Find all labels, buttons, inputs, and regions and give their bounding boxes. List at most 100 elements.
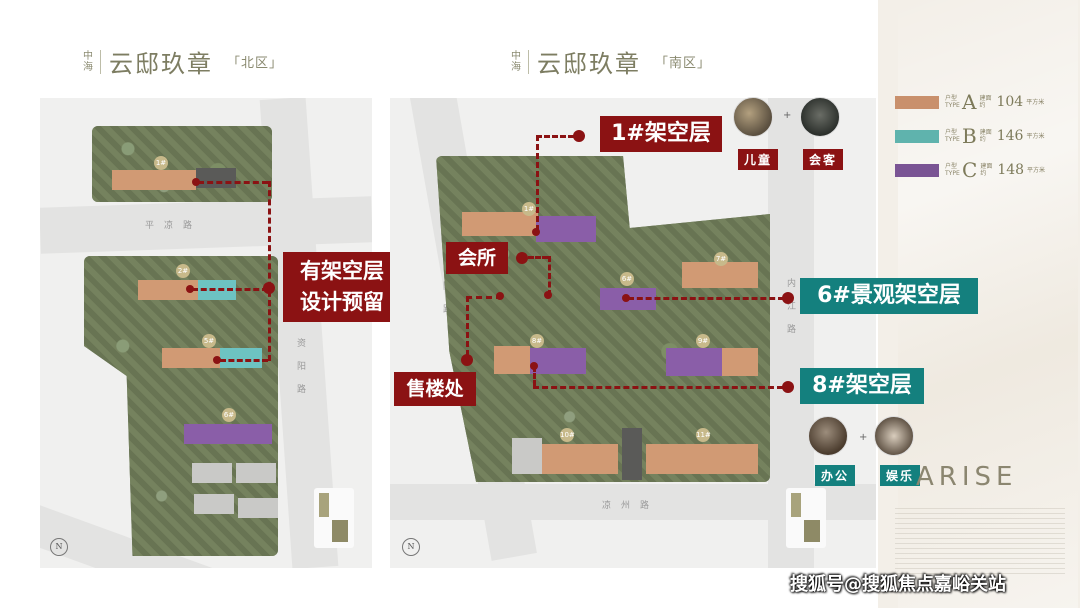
leader-line bbox=[268, 181, 271, 361]
marker-dot bbox=[186, 285, 194, 293]
south-lot bbox=[436, 156, 770, 482]
legend-area: 148 bbox=[997, 162, 1025, 178]
building-number: 6# bbox=[222, 408, 236, 422]
brand-mark: 中海 bbox=[511, 50, 521, 73]
callout-line: 有架空层 bbox=[300, 259, 384, 283]
tag-entertainment: 娱乐 bbox=[880, 465, 921, 486]
leader-line bbox=[198, 181, 268, 184]
leader-line bbox=[528, 256, 548, 259]
building-gray bbox=[194, 494, 234, 514]
callout-building8-pilotis: 8#架空层 bbox=[800, 368, 924, 404]
leader-line bbox=[466, 296, 469, 356]
compass-north-icon: N bbox=[50, 538, 68, 556]
road-label: 内江路 bbox=[785, 278, 795, 347]
building-1-typeC bbox=[536, 216, 596, 242]
building-9-typeC bbox=[666, 348, 722, 376]
leader-line bbox=[466, 296, 502, 299]
callout-building6-landscape-pilotis: 6#景观架空层 bbox=[800, 278, 978, 314]
legend-area-label: 建面约 bbox=[979, 129, 992, 143]
building-1-typeA bbox=[112, 170, 196, 190]
leader-line bbox=[533, 386, 783, 389]
building-5-typeB bbox=[220, 348, 262, 368]
legend-swatch bbox=[895, 129, 939, 143]
legend-type-en: TYPE bbox=[945, 102, 960, 109]
marker-dot bbox=[544, 291, 552, 299]
leader-line bbox=[220, 359, 268, 362]
tag-children: 儿童 bbox=[738, 149, 779, 170]
marker-dot bbox=[192, 178, 200, 186]
building-1-typeA bbox=[462, 212, 538, 236]
callout-line: 设计预留 bbox=[300, 290, 384, 314]
building-annex bbox=[622, 428, 642, 480]
building-number: 11# bbox=[696, 428, 711, 442]
road-label: 平凉路 bbox=[145, 221, 203, 231]
legend-type: A bbox=[962, 90, 977, 114]
legend-type: C bbox=[962, 158, 978, 182]
building-8-typeC bbox=[530, 348, 586, 374]
photo-office-area bbox=[808, 416, 848, 456]
building-8-typeA bbox=[494, 346, 530, 374]
leader-line bbox=[536, 135, 574, 138]
building-5-typeA bbox=[162, 348, 220, 368]
disclaimer-fine-print bbox=[895, 508, 1065, 578]
legend-type-cn: 户型 bbox=[945, 163, 958, 170]
marker-dot bbox=[516, 252, 528, 264]
legend-type-cn: 户型 bbox=[945, 129, 958, 136]
marker-dot bbox=[782, 381, 794, 393]
legend-area: 104 bbox=[996, 94, 1024, 110]
legend-unit: 平方米 bbox=[1026, 98, 1045, 106]
zone-label: 「北区」 bbox=[227, 56, 284, 71]
callout-sales-office: 售楼处 bbox=[394, 372, 476, 406]
minimap bbox=[314, 488, 354, 548]
marker-dot bbox=[461, 354, 473, 366]
project-name: 云邸玖章 bbox=[109, 50, 213, 78]
building-gray bbox=[512, 438, 542, 474]
legend-swatch bbox=[895, 95, 939, 109]
zone-label: 「南区」 bbox=[655, 56, 712, 71]
minimap bbox=[786, 488, 826, 548]
photo-entertainment-area bbox=[874, 416, 914, 456]
leader-line bbox=[536, 135, 539, 231]
building-number: 2# bbox=[176, 264, 190, 278]
photo-reception-area bbox=[800, 97, 840, 137]
plus-icon: + bbox=[783, 110, 792, 121]
building-number: 10# bbox=[560, 428, 575, 442]
building-number: 5# bbox=[202, 334, 216, 348]
marker-dot bbox=[213, 356, 221, 364]
legend-area-label: 建面约 bbox=[979, 95, 992, 109]
building-number: 1# bbox=[522, 202, 536, 216]
legend-type-en: TYPE bbox=[945, 170, 960, 177]
marker-dot bbox=[532, 228, 540, 236]
tag-reception: 会客 bbox=[803, 149, 844, 170]
building-annex bbox=[196, 168, 236, 188]
legend-type-en: TYPE bbox=[945, 136, 960, 143]
building-number: 8# bbox=[530, 334, 544, 348]
legend-unit: 平方米 bbox=[1026, 132, 1045, 140]
watermark: 搜狐号@搜狐焦点嘉峪关站 bbox=[790, 574, 1006, 595]
north-title: 中海 云邸玖章 「北区」 bbox=[82, 44, 283, 79]
marker-dot bbox=[263, 282, 275, 294]
legend-unit: 平方米 bbox=[1027, 166, 1046, 174]
legend-swatch bbox=[895, 163, 939, 177]
leader-line bbox=[548, 256, 551, 296]
south-site-map: 贵阳路 内江路 凉州路 1# 6# 7# 8# 9# 10# 11# N bbox=[390, 98, 876, 568]
building-9-typeA bbox=[722, 348, 758, 376]
leader-line bbox=[628, 297, 784, 300]
photo-children-area bbox=[733, 97, 773, 137]
road-pingliang bbox=[40, 196, 372, 254]
road-label: 资阳路 bbox=[295, 338, 305, 407]
building-2-typeA bbox=[138, 280, 198, 300]
building-number: 6# bbox=[620, 272, 634, 286]
marker-dot bbox=[496, 292, 504, 300]
legend-type: B bbox=[962, 124, 977, 148]
callout-north-pilotis: 有架空层 设计预留 bbox=[283, 252, 401, 322]
building-gray bbox=[192, 463, 232, 483]
road-label: 凉州路 bbox=[602, 501, 660, 511]
building-6-typeC bbox=[184, 424, 272, 444]
marker-dot bbox=[573, 130, 585, 142]
brand-mark: 中海 bbox=[83, 50, 93, 73]
